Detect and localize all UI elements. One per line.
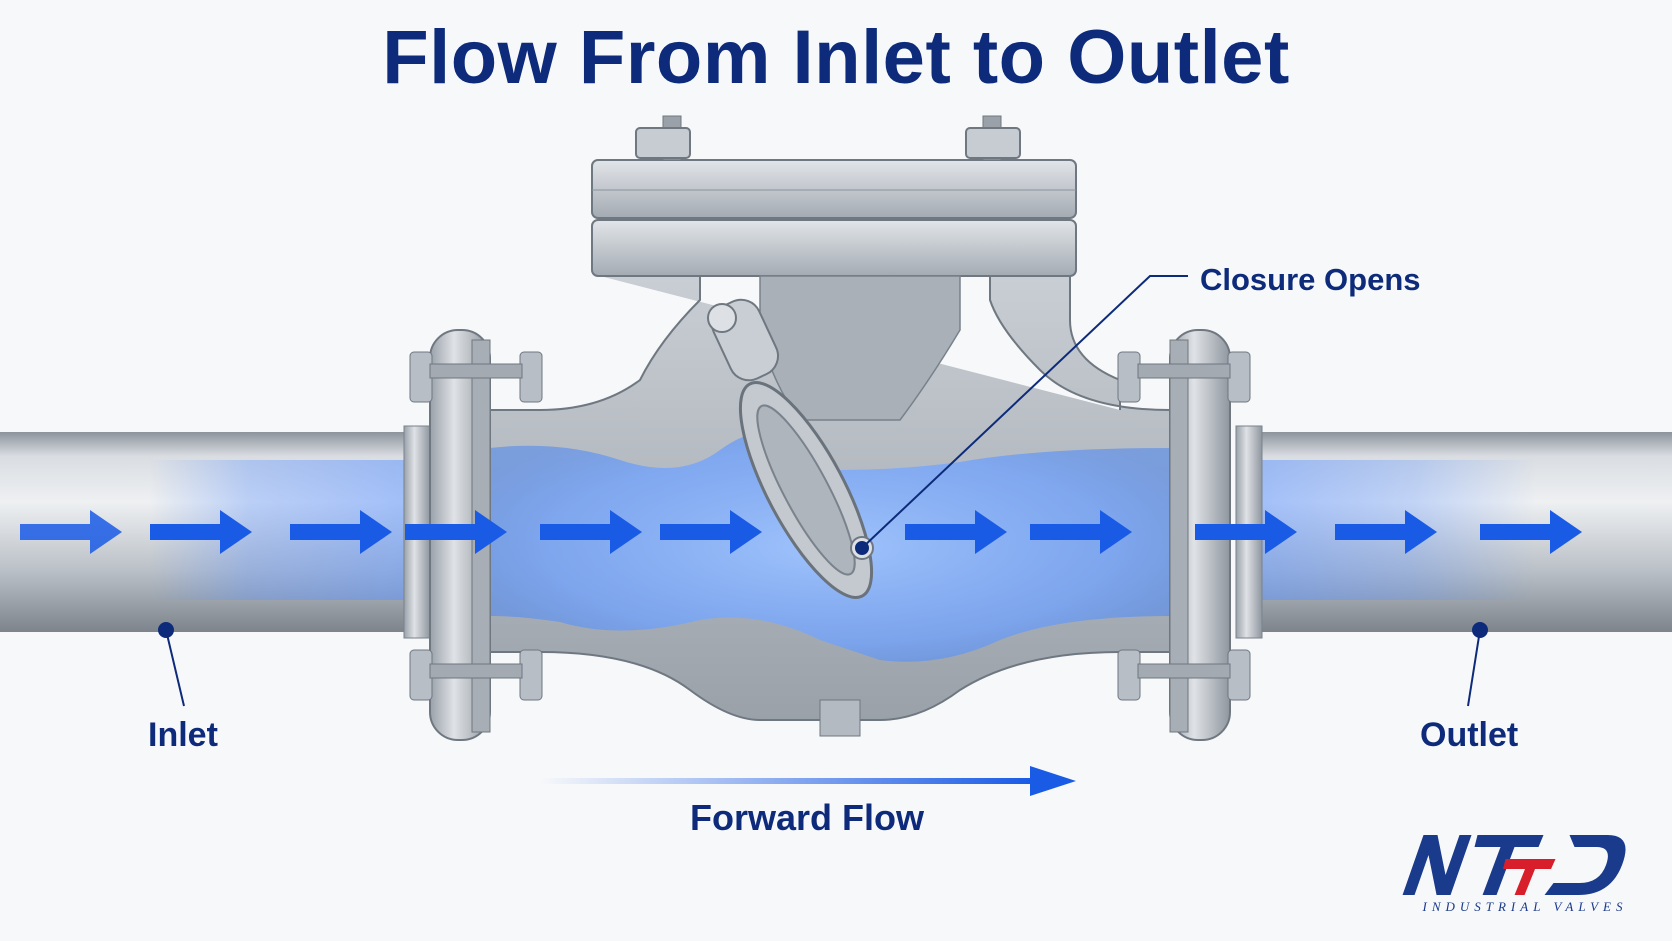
- page-title: Flow From Inlet to Outlet: [382, 15, 1290, 100]
- flow-arrow: [905, 510, 1007, 554]
- closure-callout-line: [855, 275, 1188, 555]
- flow-arrow: [20, 510, 122, 554]
- swing-disc: [707, 298, 874, 599]
- flow-arrow: [540, 510, 642, 554]
- outlet-label: Outlet: [1420, 716, 1519, 754]
- forward-flow-arrow: [540, 766, 1076, 796]
- forward-flow-label: Forward Flow: [690, 797, 924, 838]
- valve-bonnet: [591, 115, 1077, 277]
- outlet-pipe: [1235, 425, 1672, 639]
- flange-bolt: [1117, 351, 1251, 403]
- bonnet-bolt-left: [635, 115, 691, 161]
- logo-tagline: INDUSTRIAL VALVES: [1422, 899, 1628, 914]
- flow-arrow: [405, 510, 507, 554]
- closure-opens-label: Closure Opens: [1200, 262, 1421, 297]
- flow-arrow: [150, 510, 252, 554]
- outlet-callout-line: [1467, 622, 1488, 707]
- flange-bolt: [409, 649, 543, 701]
- flow-arrow: [1480, 510, 1582, 554]
- bonnet-bolt-right: [965, 115, 1021, 161]
- flow-arrow: [1195, 510, 1297, 554]
- flow-arrows: [20, 510, 1582, 554]
- ntgd-logo: [1402, 835, 1626, 895]
- inlet-label: Inlet: [148, 716, 218, 754]
- flow-arrow: [660, 510, 762, 554]
- flow-arrow: [1030, 510, 1132, 554]
- flow-arrow: [1335, 510, 1437, 554]
- flange-bolt: [409, 351, 543, 403]
- flow-arrow: [290, 510, 392, 554]
- flange-bolt: [1117, 649, 1251, 701]
- inlet-callout-line: [158, 622, 185, 707]
